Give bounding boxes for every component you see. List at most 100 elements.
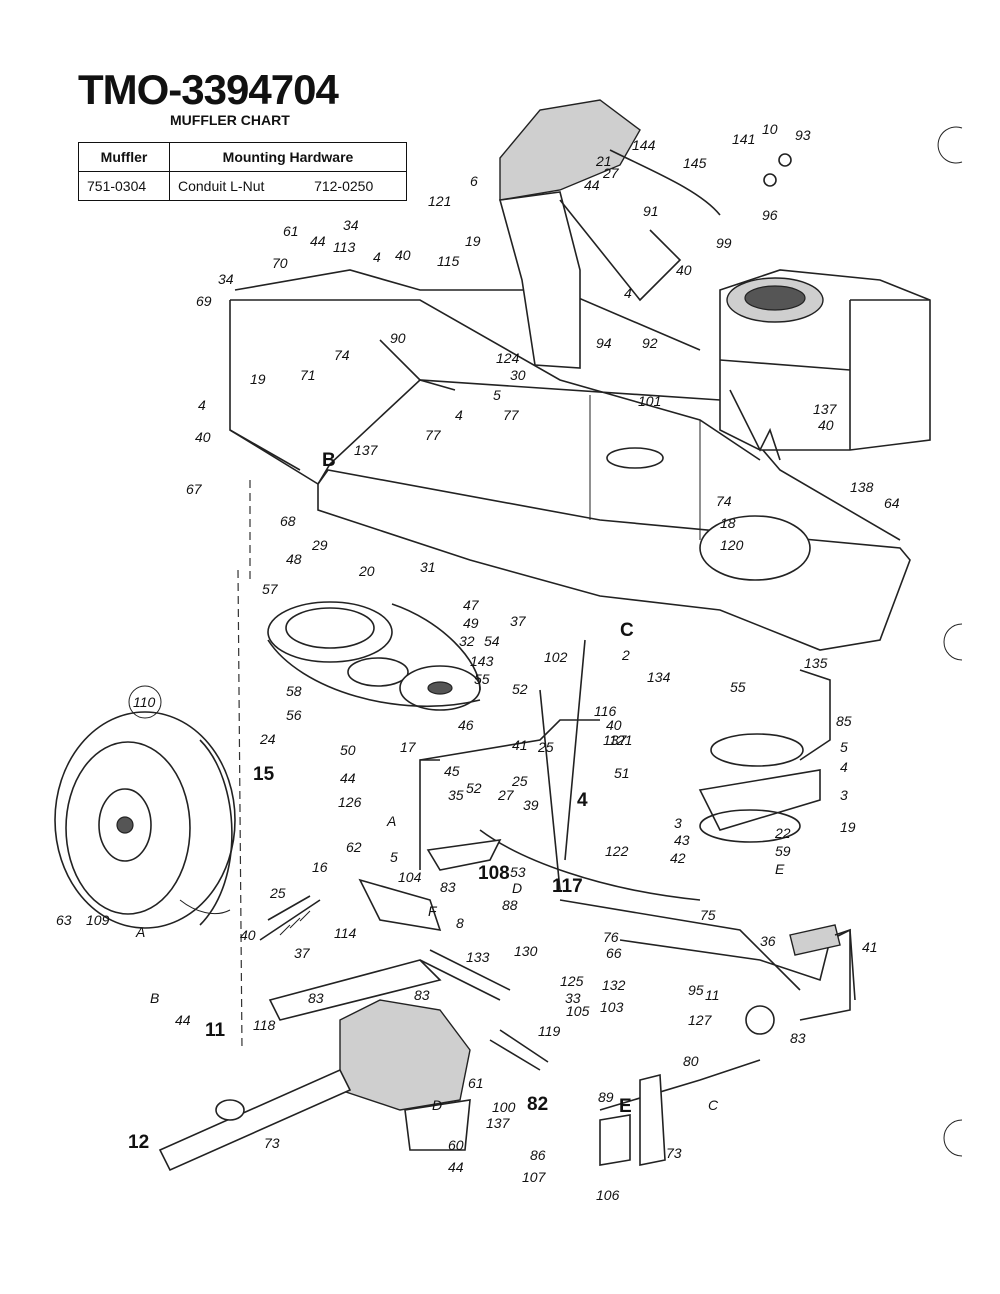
callout-label: 121 xyxy=(428,193,451,209)
callout-label: 138 xyxy=(850,479,874,495)
callout-label: A xyxy=(386,813,396,829)
hardware-name: Conduit L-Nut xyxy=(169,171,307,201)
callout-label: 40 xyxy=(676,262,692,278)
callout-label: 35 xyxy=(448,787,464,803)
callout-label: 29 xyxy=(311,537,328,553)
column-header-mounting-hardware: Mounting Hardware xyxy=(169,142,407,172)
callout-label: 88 xyxy=(502,897,518,913)
callout-label: 4 xyxy=(577,790,588,811)
callout-label: 6 xyxy=(470,173,478,189)
callout-label: 22 xyxy=(774,825,791,841)
callout-label: 15 xyxy=(253,764,275,785)
callout-label: 40 xyxy=(818,417,834,433)
callout-label: 3 xyxy=(840,787,848,803)
callout-label: D xyxy=(512,880,522,896)
callout-label: 4 xyxy=(455,407,463,423)
callout-label: 102 xyxy=(544,649,568,665)
muffler-part-number: 751-0304 xyxy=(78,171,170,201)
callout-label: 8 xyxy=(456,915,464,931)
callout-label: 33 xyxy=(565,990,581,1006)
callout-label: 83 xyxy=(308,990,324,1006)
binder-hole-marks xyxy=(937,126,963,1157)
callout-label: 50 xyxy=(340,742,356,758)
callout-label: 94 xyxy=(596,335,612,351)
callout-label: 30 xyxy=(510,367,526,383)
callout-label: 37 xyxy=(294,945,311,961)
callout-label: 34 xyxy=(343,217,359,233)
callout-label: D xyxy=(432,1097,442,1113)
pulleys-belt xyxy=(267,601,831,843)
callout-label: 2 xyxy=(621,647,630,663)
callout-labels: 144 145 141 10 93 6 27 44 21 121 91 96 9… xyxy=(56,121,900,1203)
callout-label: 56 xyxy=(286,707,302,723)
callout-label: 83 xyxy=(414,987,430,1003)
linkage-rods xyxy=(259,639,851,1111)
callout-label: 77 xyxy=(503,407,520,423)
callout-label: 95 xyxy=(688,982,704,998)
callout-label: 133 xyxy=(466,949,490,965)
callout-label: 5 xyxy=(493,387,501,403)
table-row: 751-0304 Conduit L-Nut 712-0250 xyxy=(78,171,408,201)
callout-label: 41 xyxy=(862,939,878,955)
callout-label: 134 xyxy=(647,669,671,685)
callout-label: 104 xyxy=(398,869,422,885)
callout-label: 83 xyxy=(440,879,456,895)
callout-label: C xyxy=(620,620,634,641)
callout-label: 40 xyxy=(195,429,211,445)
callout-label: 19 xyxy=(465,233,481,249)
callout-label: 99 xyxy=(716,235,732,251)
frame-deck xyxy=(229,269,911,651)
callout-label: 90 xyxy=(390,330,406,346)
callout-label: 62 xyxy=(346,839,362,855)
callout-label: 121 xyxy=(609,732,632,748)
callout-label: 54 xyxy=(484,633,500,649)
callout-label: 45 xyxy=(444,763,460,779)
callout-label: 19 xyxy=(250,371,266,387)
callout-label: 20 xyxy=(358,563,375,579)
callout-label: 120 xyxy=(720,537,744,553)
callout-label: 124 xyxy=(496,350,520,366)
callout-label: 55 xyxy=(730,679,746,695)
callout-label: A xyxy=(135,924,145,940)
callout-label: 137 xyxy=(486,1115,511,1131)
callout-label: 137 xyxy=(813,401,838,417)
callout-label: 49 xyxy=(463,615,479,631)
callout-label: 137 xyxy=(354,442,379,458)
callout-label: 47 xyxy=(463,597,480,613)
callout-label: 119 xyxy=(538,1023,561,1039)
callout-label: 137 xyxy=(603,732,628,748)
callout-label: 44 xyxy=(175,1012,191,1028)
callout-label: 36 xyxy=(760,933,776,949)
callout-label: 64 xyxy=(884,495,900,511)
callout-label: 4 xyxy=(840,759,848,775)
callout-label: 108 xyxy=(478,863,510,884)
callout-label: 58 xyxy=(286,683,302,699)
callout-label: 61 xyxy=(468,1075,484,1091)
callout-label: 31 xyxy=(420,559,436,575)
callout-label: 4 xyxy=(373,249,381,265)
callout-label: 107 xyxy=(522,1169,547,1185)
callout-label: 74 xyxy=(716,493,732,509)
callout-label: 103 xyxy=(600,999,624,1015)
callout-label: 61 xyxy=(283,223,299,239)
callout-label: 37 xyxy=(510,613,527,629)
callout-label: 51 xyxy=(614,765,630,781)
callout-label: 135 xyxy=(804,655,828,671)
callout-label: 115 xyxy=(437,253,460,269)
callout-label: 11 xyxy=(705,987,720,1003)
callout-label: 145 xyxy=(683,155,707,171)
callout-label: 57 xyxy=(262,581,279,597)
callout-label: 24 xyxy=(259,731,276,747)
transaxle xyxy=(158,480,471,1172)
callout-label: 117 xyxy=(552,876,583,897)
callout-label: 19 xyxy=(840,819,856,835)
callout-label: 132 xyxy=(602,977,626,993)
callout-label: 127 xyxy=(688,1012,713,1028)
callout-label: 141 xyxy=(732,131,755,147)
callout-label: 11 xyxy=(205,1020,226,1041)
callout-label: 55 xyxy=(474,671,490,687)
callout-label: 75 xyxy=(700,907,716,923)
callout-label: 44 xyxy=(340,770,356,786)
steering-tower xyxy=(498,99,792,369)
callout-label: 40 xyxy=(395,247,411,263)
